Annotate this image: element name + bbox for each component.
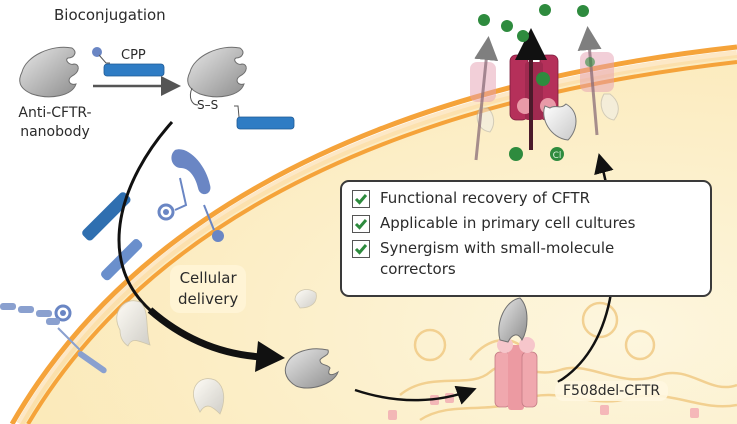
faint-flux-arrow-right [577, 26, 602, 136]
benefit-text: Synergism with small-molecule correctors [380, 238, 614, 280]
checkbox-checked-icon [352, 190, 370, 208]
disulfide-label: S–S [197, 98, 219, 112]
internalized-nanobody-icon [284, 348, 339, 389]
benefit-text-line1: Synergism with small-molecule [380, 239, 615, 257]
faint-flux-arrow-left [474, 36, 499, 161]
cpp-tag-icon [92, 47, 102, 57]
nanobody-label-line2: nanobody [20, 124, 90, 140]
benefit-item: Functional recovery of CFTR [348, 188, 710, 213]
cellular-delivery-label: Cellular delivery [170, 265, 247, 313]
chloride-label: Cl [553, 151, 562, 161]
conjugated-nanobody-icon [187, 46, 247, 98]
nanobody-label-line1: Anti-CFTR- [18, 105, 92, 121]
benefit-item: Synergism with small-molecule correctors [348, 238, 710, 284]
benefit-text: Functional recovery of CFTR [380, 189, 590, 207]
nanobody-label: Anti-CFTR- nanobody [6, 104, 104, 142]
bound-nanobody-icon [543, 103, 577, 141]
cytosolic-nanobodies [116, 289, 317, 415]
f508del-cftr-label: F508del-CFTR [555, 381, 669, 401]
nanobody-icon [19, 46, 79, 98]
benefit-text-line2: correctors [380, 260, 456, 278]
benefit-item: Applicable in primary cell cultures [348, 213, 710, 238]
f508del-cftr-icon [494, 297, 538, 410]
chloride-ion-labeled: Cl [550, 147, 564, 161]
delivery-label-line2: delivery [178, 290, 239, 308]
benefit-text: Applicable in primary cell cultures [380, 214, 636, 232]
checkbox-checked-icon [352, 215, 370, 233]
delivery-label-line1: Cellular [179, 269, 237, 287]
cell-membrane-outer [9, 44, 737, 424]
conjugated-cpp-icon [236, 116, 295, 130]
benefits-box: Functional recovery of CFTR Applicable i… [340, 180, 712, 297]
checkbox-checked-icon [352, 240, 370, 258]
bioconjugation-title: Bioconjugation [54, 6, 166, 24]
cpp-peptide-icon [103, 63, 165, 77]
trafficking-arrow [354, 385, 477, 405]
chloride-ions [478, 4, 595, 161]
cpp-label: CPP [121, 48, 146, 63]
